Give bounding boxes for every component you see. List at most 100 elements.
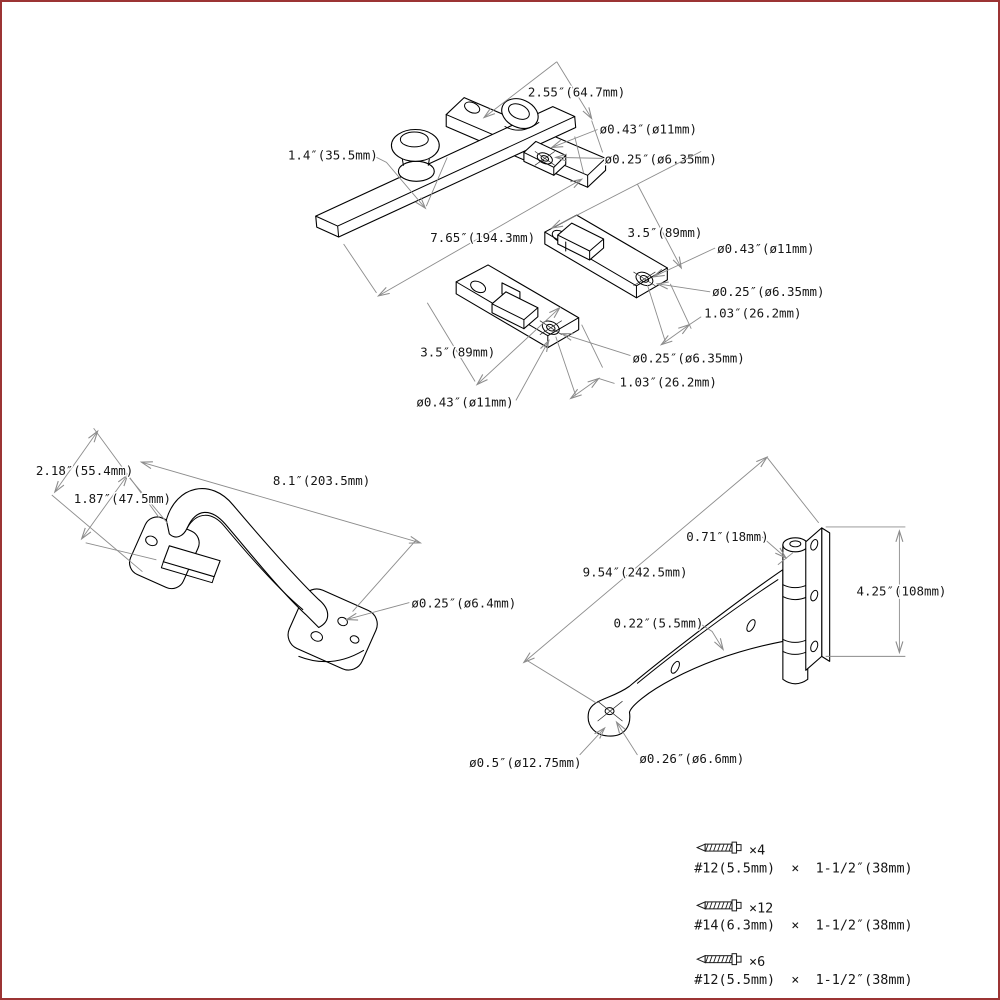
lobe-under-arc: [504, 122, 540, 131]
extension-line: [51, 494, 143, 573]
screw-icon: [696, 899, 742, 912]
extension-line: [85, 542, 157, 561]
leader-line: [344, 602, 410, 621]
leader-line: [550, 129, 598, 149]
hinge-barrel: [782, 544, 809, 685]
dimension-line: [659, 323, 691, 346]
tick-mark: [777, 552, 794, 566]
leader-line: [615, 720, 638, 756]
leader-line: [655, 281, 711, 293]
boss-hole-outer: [536, 152, 553, 165]
extension-line: [526, 659, 597, 704]
part-t-hinge: 0.71″(18mm) 9.54″(242.5mm) 0.22″(5.5mm) …: [468, 456, 948, 771]
keeper-a-hole-outer: [635, 271, 654, 287]
knob-rim: [399, 131, 429, 148]
dim-label-edge-offset: 1.03″(26.2mm): [620, 374, 717, 389]
dim-label-length: 8.1″(203.5mm): [273, 473, 370, 488]
hardware-legend: ×4 #12(5.5mm) × 1-1/2″(38mm) ×12 #14(6.3…: [693, 841, 914, 990]
dimension-line: [522, 456, 769, 664]
hinge-strap: [587, 569, 784, 737]
handle-rosette-hole-3: [349, 635, 360, 644]
dim-label-length: 9.54″(242.5mm): [583, 565, 688, 580]
handle-rosette-hole-1: [310, 631, 323, 642]
part-pull-handle: 2.18″(55.4mm) 1.87″(47.5mm) 8.1″(203.5mm…: [34, 428, 518, 671]
hinge-leaf-hole-1: [810, 539, 819, 551]
part-keeper-plate-a: 3.5″(89mm) ø0.43″(ø11mm) ø0.25″(ø6.35mm)…: [544, 151, 826, 346]
leader-line: [688, 316, 702, 326]
dim-label-hole-outer: ø0.43″(ø11mm): [416, 394, 513, 409]
screw-row: ×4 #12(5.5mm) × 1-1/2″(38mm): [693, 841, 914, 878]
extension-line: [574, 136, 585, 174]
extension-line: [581, 324, 603, 368]
keeper-b-hole-left: [470, 280, 487, 294]
leader-line: [515, 339, 550, 401]
dim-label-leaf-height: 4.25″(108mm): [857, 584, 947, 599]
dimension-line: [637, 184, 683, 270]
dim-label-flange-inner: 1.87″(47.5mm): [74, 491, 171, 506]
dim-label-flange-width: 2.18″(55.4mm): [36, 463, 133, 478]
dim-label-edge-offset: 1.03″(26.2mm): [704, 306, 801, 321]
dimension-line: [475, 306, 562, 386]
dim-label-hole-outer: ø0.43″(ø11mm): [717, 241, 814, 256]
leader-line: [697, 622, 725, 651]
boss-hole-inner: [540, 155, 550, 162]
screw-icon: [696, 953, 742, 966]
dim-label-hole-dia: ø0.26″(ø6.6mm): [639, 751, 744, 766]
dim-label-end-dia: ø0.5″(ø12.75mm): [469, 755, 581, 770]
dim-label-length: 3.5″(89mm): [420, 345, 495, 360]
extension-line: [426, 302, 476, 382]
knob-waist: [401, 158, 430, 166]
keeper-a-boss-edges: [557, 234, 605, 261]
center-mark: [534, 151, 555, 166]
handle-rosette-hole-2: [337, 616, 348, 627]
hinge-knuckle-lines: [782, 584, 809, 655]
hinge-leaf-hole-3: [810, 640, 819, 653]
leader-line: [598, 378, 615, 384]
hinge-leaf-side: [821, 527, 831, 662]
dimension-line: [482, 61, 558, 119]
dim-label-hole-inner: ø0.25″(ø6.35mm): [605, 151, 717, 166]
dim-label-plate-length: 2.55″(64.7mm): [528, 85, 625, 100]
leader-line: [560, 333, 631, 357]
screw-spec: #14(6.3mm) × 1-1/2″(38mm): [694, 918, 912, 933]
dim-label-barrel-dia: 0.71″(18mm): [686, 529, 768, 544]
dim-label-hole: ø0.25″(ø6.4mm): [411, 596, 516, 611]
leader-line: [553, 153, 603, 162]
dim-label-thickness: 0.22″(5.5mm): [614, 615, 704, 630]
extension-line: [555, 336, 577, 396]
hinge-leaf-hole-2: [810, 589, 819, 602]
leader-line: [761, 536, 788, 559]
dimension-line: [139, 461, 423, 544]
hinge-tip-hole: [604, 707, 615, 716]
extension-line: [669, 283, 692, 329]
keeper-a-hole-inner: [639, 275, 650, 283]
latch-bar-edges: [315, 116, 576, 238]
part-keeper-plate-b: 3.5″(89mm) ø0.25″(ø6.35mm) 1.03″(26.2mm)…: [415, 264, 746, 411]
dimension-line: [376, 178, 584, 297]
dim-label-length: 3.5″(89mm): [627, 225, 702, 240]
hinge-pin-hole: [789, 540, 802, 548]
screw-row: ×6 #12(5.5mm) × 1-1/2″(38mm): [693, 953, 914, 990]
part-swivel-latch: 2.55″(64.7mm) 1.4″(35.5mm) 7.65″(194.3mm…: [286, 61, 718, 297]
dimension-line: [569, 377, 601, 400]
dim-label-hole-inner: ø0.25″(ø6.35mm): [632, 351, 744, 366]
handle-tab-thickness: [160, 561, 215, 584]
extension-line: [343, 243, 377, 294]
leader-line: [579, 726, 606, 756]
handle-rosette-thickness: [298, 649, 365, 663]
screw-spec: #12(5.5mm) × 1-1/2″(38mm): [694, 862, 912, 877]
screw-count: ×12: [749, 901, 773, 916]
pivot-lobe: [501, 98, 539, 129]
screw-count: ×6: [749, 955, 765, 970]
knob-cap: [390, 128, 440, 162]
screw-row: ×12 #14(6.3mm) × 1-1/2″(38mm): [693, 899, 914, 935]
dimension-line: [556, 61, 593, 121]
screw-spec: #12(5.5mm) × 1-1/2″(38mm): [694, 973, 912, 988]
pivot-hole: [508, 103, 530, 120]
screw-count: ×4: [749, 844, 765, 859]
hinge-leaf-face: [805, 527, 823, 671]
dimension-line: [550, 151, 702, 229]
dimension-line: [53, 429, 99, 494]
